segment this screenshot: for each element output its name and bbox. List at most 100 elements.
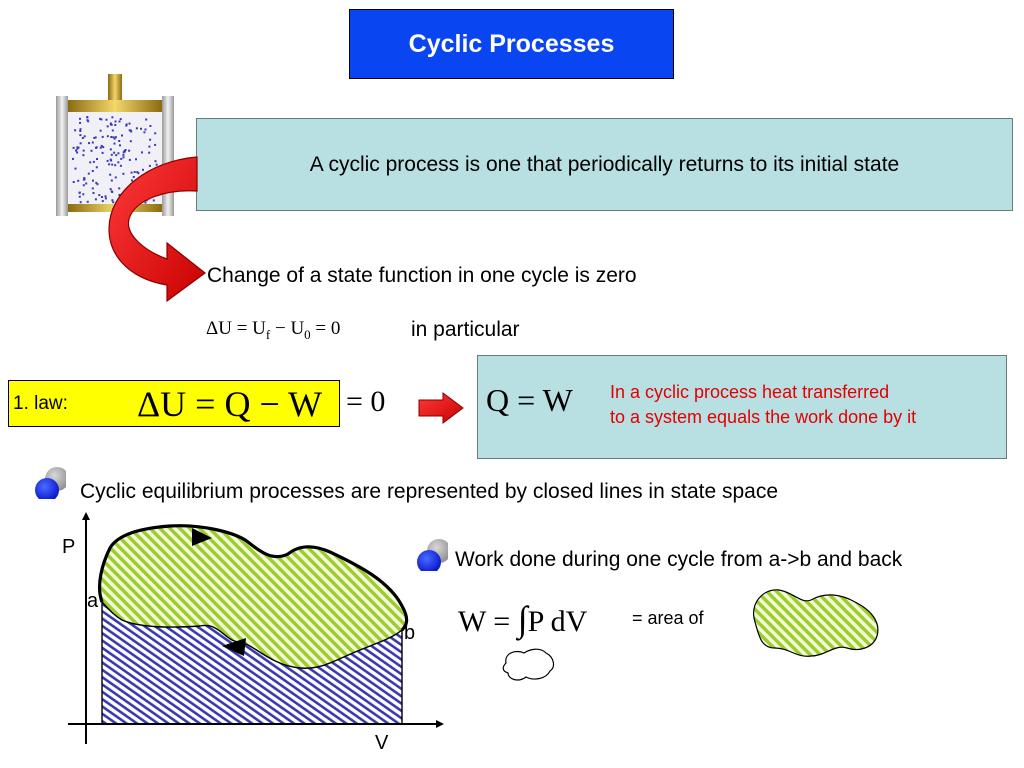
gas-particle <box>124 149 127 151</box>
gas-particle <box>131 179 133 182</box>
q-equals-w-equation: Q = W <box>486 382 573 418</box>
gas-particle <box>113 142 116 145</box>
point-b-label: b <box>404 622 416 644</box>
gas-particle <box>128 158 131 161</box>
gas-particle <box>91 187 94 190</box>
state-function-text: Change of a state function in one cycle … <box>207 264 637 287</box>
delta-u-end: = 0 <box>310 318 341 339</box>
gas-particle <box>91 170 94 172</box>
gas-particle <box>92 179 94 182</box>
gas-particle <box>114 176 117 179</box>
area-of-text: = area of <box>632 608 704 628</box>
gas-particle <box>112 136 115 139</box>
gas-particle <box>77 179 80 182</box>
gas-particle <box>95 146 98 149</box>
gas-particle <box>89 161 92 164</box>
gas-particle <box>81 137 84 139</box>
gas-particle <box>110 153 113 156</box>
gas-particle <box>155 163 158 166</box>
gas-particle <box>102 146 105 149</box>
gas-particle <box>113 137 116 140</box>
gas-particle <box>96 158 98 160</box>
gas-particle <box>133 171 136 173</box>
gas-particle <box>91 141 94 144</box>
pv-diagram <box>68 512 444 744</box>
gas-particle <box>130 130 133 133</box>
axis-p-label: P <box>62 536 76 558</box>
gas-particle <box>119 164 122 167</box>
definition-box: A cyclic process is one that periodicall… <box>196 118 1013 211</box>
gas-particle <box>92 160 95 163</box>
gas-particle <box>110 136 113 138</box>
gas-particle <box>78 191 81 194</box>
work-under-return-path <box>102 602 402 724</box>
gas-particle <box>79 201 82 204</box>
gas-particle <box>154 143 157 146</box>
gas-particle <box>122 151 125 154</box>
first-law-tail: = 0 <box>346 385 386 418</box>
gas-particle <box>90 149 93 152</box>
gas-particle <box>109 123 112 126</box>
gas-particle <box>118 193 121 196</box>
gas-particle <box>79 130 82 132</box>
gas-particle <box>122 156 125 159</box>
gas-particle <box>79 128 82 131</box>
bullet-1-text: Cyclic equilibrium processes are represe… <box>80 480 779 503</box>
area-blob-icon <box>753 589 879 657</box>
gas-particle <box>143 131 146 134</box>
gas-particle <box>118 187 121 190</box>
gas-particle <box>106 135 109 138</box>
gas-particle <box>101 196 103 198</box>
gas-particle <box>132 176 135 178</box>
gas-particle <box>122 153 125 156</box>
slide-title-text: Cyclic Processes <box>408 29 615 58</box>
gas-particle <box>114 124 117 126</box>
delta-u-part: ΔU = U <box>206 318 266 339</box>
gas-particle <box>87 172 90 175</box>
first-law-equation: ΔU = Q − W <box>137 384 323 424</box>
gas-particle <box>79 117 81 120</box>
gas-particle <box>110 190 113 193</box>
delta-u-equation: ΔU = Uf − U0 = 0 <box>206 318 340 343</box>
forward-direction-icon <box>192 528 212 546</box>
gas-particle <box>111 163 114 166</box>
gas-particle <box>86 200 89 203</box>
point-a-label: a <box>87 590 99 612</box>
gas-particle <box>117 152 120 155</box>
gas-particle <box>111 116 114 119</box>
gas-particle <box>78 195 81 198</box>
gas-particle <box>87 120 90 123</box>
cycle-area <box>99 525 407 669</box>
work-rest-part: P dV <box>527 605 588 638</box>
gas-particle <box>100 144 103 147</box>
first-law-box: 1. law: ΔU = Q − W <box>8 380 340 427</box>
gas-particle <box>104 197 107 200</box>
gas-particle <box>83 177 86 179</box>
gas-particle <box>113 151 116 154</box>
gas-particle <box>99 117 102 120</box>
gas-particle <box>86 116 89 119</box>
gas-particle <box>115 154 118 157</box>
gas-particle <box>112 201 115 204</box>
gas-particle <box>82 149 85 152</box>
closed-loop-icon <box>502 648 555 681</box>
bullet-2-text: Work done during one cycle from a->b and… <box>455 548 903 571</box>
gas-particle <box>111 129 114 132</box>
return-direction-icon <box>222 638 246 656</box>
gas-particle <box>154 132 157 135</box>
right-arrow-icon <box>418 392 464 424</box>
gas-particle <box>74 167 77 170</box>
gas-particle <box>109 148 112 151</box>
gas-particle <box>82 193 85 196</box>
gas-particle <box>119 118 122 121</box>
bullet-icon <box>417 539 448 571</box>
q-equals-w-box: Q = W In a cyclic process heat transferr… <box>477 355 1007 459</box>
gas-particle <box>140 127 142 130</box>
gas-particle <box>136 171 139 174</box>
gas-particle <box>142 168 144 171</box>
gas-particle <box>144 128 147 131</box>
gas-particle <box>106 159 109 162</box>
gas-particle <box>100 118 103 121</box>
gas-particle <box>111 199 114 202</box>
gas-particle <box>108 163 111 166</box>
